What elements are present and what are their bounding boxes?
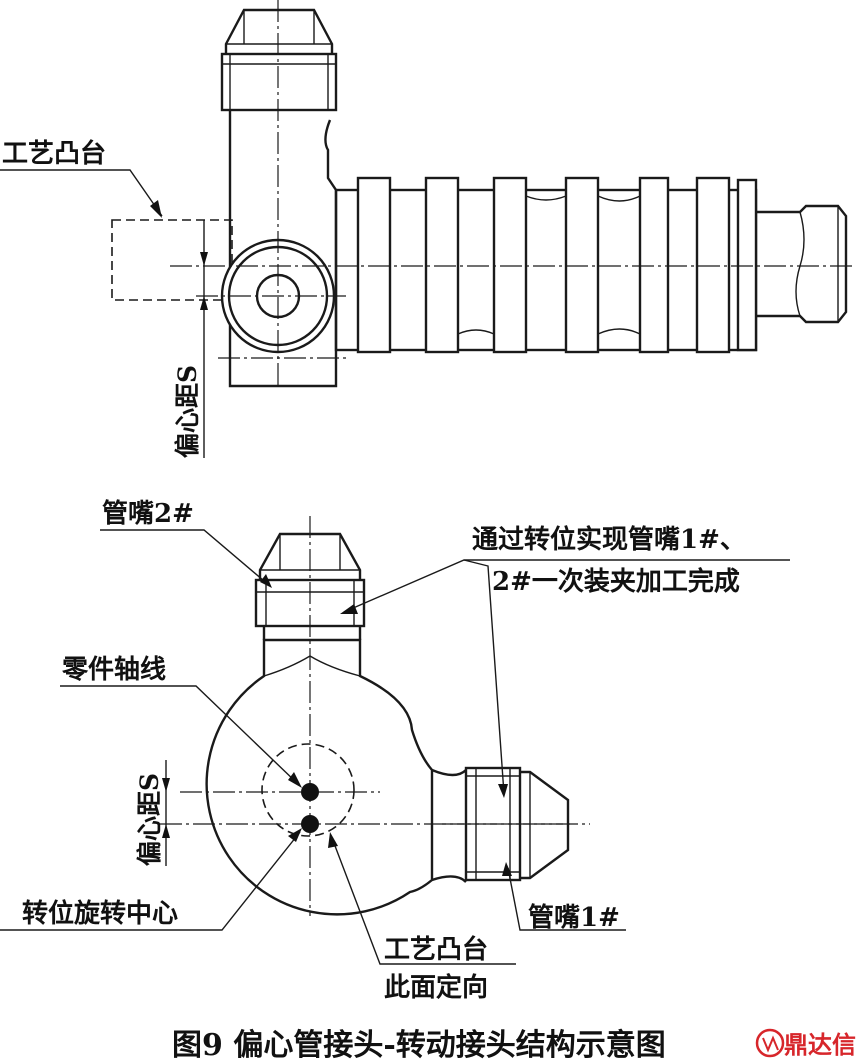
figure-caption: 图9 偏心管接头-转动接头结构示意图 bbox=[172, 1028, 666, 1063]
watermark-text: 鼎达信 bbox=[784, 1031, 856, 1059]
label-part-axis: 零件轴线 bbox=[62, 655, 166, 685]
label-boss-bottom-line1: 工艺凸台 bbox=[384, 934, 488, 965]
label-boss-top: 工艺凸台 bbox=[2, 138, 106, 169]
label-note-line2: 2#一次装夹加工完成 bbox=[492, 566, 740, 597]
label-eccentric-top: 偏心距S bbox=[173, 365, 202, 458]
label-nozzle2: 管嘴2# bbox=[102, 499, 194, 529]
label-eccentric-bottom: 偏心距S bbox=[135, 773, 164, 866]
label-note-line1: 通过转位实现管嘴1#、 bbox=[472, 524, 746, 555]
label-rotation-center: 转位旋转中心 bbox=[22, 898, 178, 929]
label-nozzle1: 管嘴1# bbox=[528, 903, 620, 933]
bottom-view bbox=[0, 516, 790, 965]
label-boss-bottom-line2: 此面定向 bbox=[384, 972, 488, 1003]
watermark-logo bbox=[755, 1028, 785, 1058]
top-view bbox=[0, 0, 856, 458]
